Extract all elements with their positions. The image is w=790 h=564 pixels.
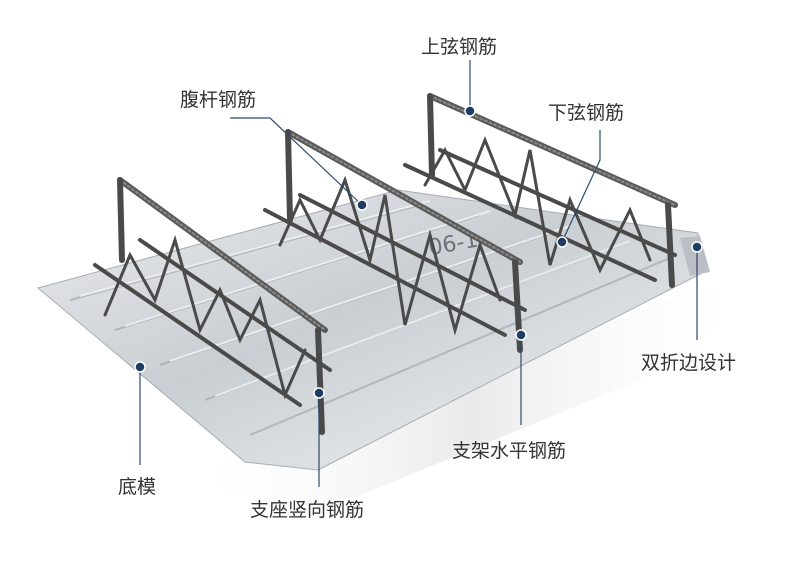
leader-lines [139,60,698,487]
truss-3-bottom-chord-b [438,148,677,257]
dot-support-vertical [313,387,325,399]
truss-1-support-vertical [315,327,325,435]
truss-1-bottom-chord-b [138,238,332,372]
truss-2-bottom-chord-b [298,193,527,312]
truss-2-bottom-chord-a [263,208,507,337]
label-web-bar: 腹杆钢筋 [180,89,257,111]
dot-double-fold [691,241,703,253]
label-bottom-form: 底模 [118,476,157,498]
truss-1-end-support [117,177,125,263]
truss-3-support-vertical [665,202,675,288]
dot-bottom-form [134,361,146,373]
truss-1 [93,177,332,435]
truss-2 [263,129,527,353]
label-support-vertical: 支座竖向钢筋 [250,499,365,521]
dot-web-bar [356,199,368,211]
truss-1-web-bars [103,234,307,400]
dot-bottom-chord [556,236,568,248]
truss-1-bottom-chord-a [93,263,302,407]
leader-bottom-chord [561,130,601,243]
truss-2-end-support [285,129,293,223]
dot-frame-horizontal [515,329,527,341]
leader-dots [134,105,703,399]
label-top-chord: 上弦钢筋 [421,36,498,58]
truss-3-end-support [427,93,435,178]
label-frame-horizontal: 支架水平钢筋 [452,440,567,462]
label-bottom-chord: 下弦钢筋 [548,102,625,124]
truss-3-web-bars [423,135,652,274]
truss-3-bottom-chord-a [403,163,657,282]
label-double-fold: 双折边设计 [641,352,737,374]
dot-top-chord [464,105,476,117]
leader-web-bar [230,117,363,206]
truss-2-web-bars [278,175,502,336]
